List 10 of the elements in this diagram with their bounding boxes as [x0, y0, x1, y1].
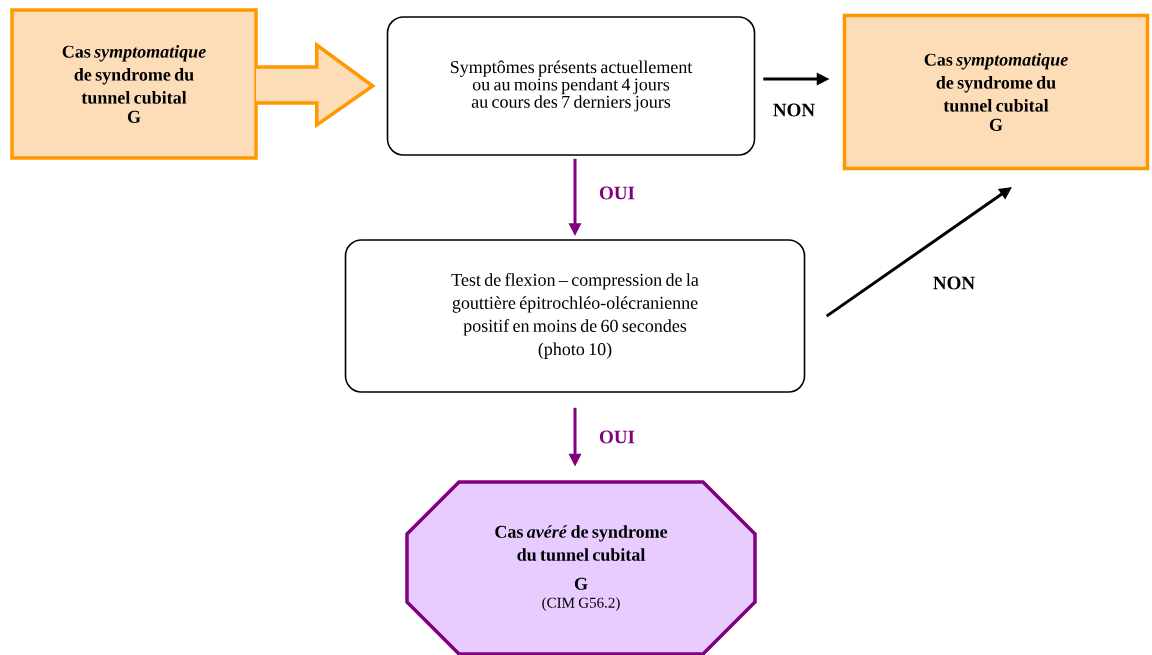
block-arrow — [254, 41, 376, 129]
edge-label: NON — [933, 276, 975, 290]
callout-box: Cas symptomatique de syndrome du tunnel cubital G — [842, 13, 1150, 171]
edge-label: OUI — [600, 186, 635, 200]
edge-label: OUI — [600, 430, 635, 444]
process-box: Test de flexion – compression de la gouttière épitrochléo-olécranienne positif en moins de 60 secondes (photo 10) — [344, 239, 806, 393]
result-octagon: Cas avéré de syndrome du tunnel cubital G (CIM G56.2) — [405, 480, 757, 655]
callout-box: Cas symptomatique de syndrome du tunnel cubital G — [10, 8, 258, 160]
process-box: Symptômes présents actuellement ou au moins pendant 4 jours au cours des 7 derniers jours — [386, 16, 756, 156]
edge-label: NON — [773, 103, 815, 117]
